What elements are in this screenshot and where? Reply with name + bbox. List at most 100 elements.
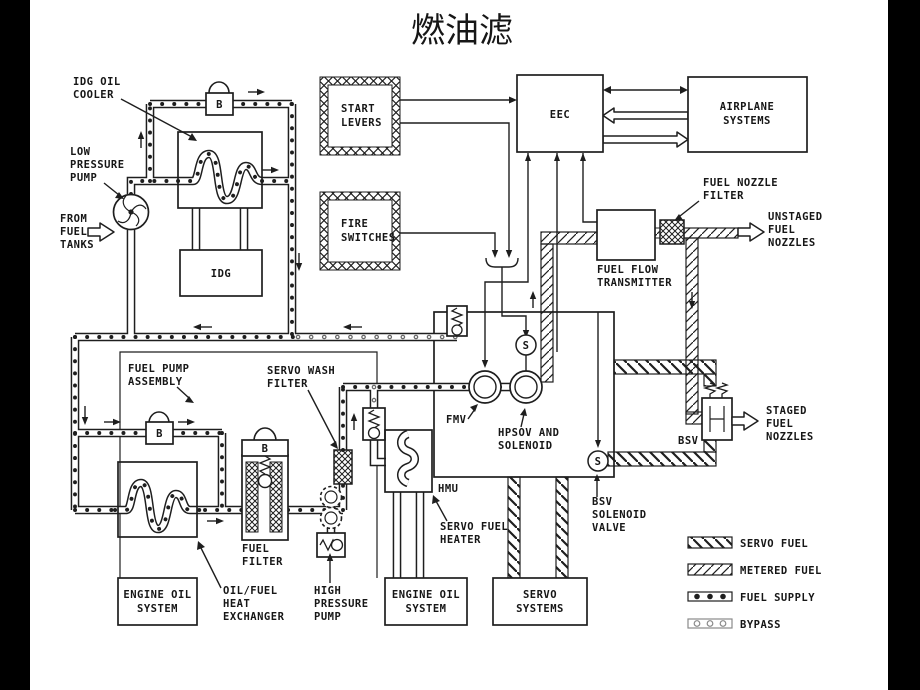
pipe-layer [70,99,514,578]
staged-fuel-nozzles-label3: NOZZLES [766,431,814,443]
legend-metered-fuel: METERED FUEL [687,563,821,577]
pump-relief-valve [316,532,346,558]
airplane-systems-label2: SYSTEMS [723,115,771,127]
fuel-nozzle-filter-label: FUEL NOZZLE [703,177,778,189]
idg-box [179,249,263,297]
legend: SERVO FUEL METERED FUEL FUEL SUPPLY BYPA… [687,536,821,631]
start-levers-box: START LEVERS [319,76,401,156]
engine-oil-system-left-label2: SYSTEM [137,603,178,615]
bsv-solenoid-valve-label2: SOLENOID [592,509,647,521]
oil-fuel-heat-exchanger [117,461,198,538]
idg-oil-cooler-hx [177,131,263,209]
staged-fuel-nozzles-label2: FUEL [766,418,793,430]
bypass-valve-dome [148,411,170,424]
staged-fuel-line [685,237,699,415]
legend-fuel-supply-label: FUEL SUPPLY [740,592,815,604]
bsv-label: BSV [678,435,699,447]
legend-bypass: BYPASS [687,618,781,631]
fire-switches-label: FIRE [341,218,368,230]
from-fuel-tanks-label3: TANKS [60,239,94,251]
hmu-label: HMU [438,483,458,495]
from-fuel-tanks-arrow [87,222,115,242]
engine-oil-system-left-label: ENGINE OIL [123,589,191,601]
flow-arrows [81,88,696,583]
oil-fuel-heat-exchanger-label3: EXCHANGER [223,611,285,623]
hpsov-valve [509,370,543,404]
servo-fuel-heater [384,429,433,493]
bypass-relief-valve [362,407,386,441]
unstaged-fuel-nozzles-label: UNSTAGED [768,211,823,223]
servo-wash-filter-label: SERVO WASH [267,365,335,377]
engine-oil-system-mid-box [384,577,468,626]
fuel-pump-assembly-label: FUEL PUMP [128,363,189,375]
left-black-bar [0,0,30,690]
legend-servo-fuel: SERVO FUEL [687,536,808,550]
labels: IDG OIL COOLER LOW PRESSURE PUMP FROM FU… [60,76,823,623]
right-black-bar [888,0,920,690]
servo-systems-label: SERVO [523,589,557,601]
s-solenoid-label: S [595,456,602,468]
engine-oil-system-left-box [117,577,198,626]
fuel-flow-transmitter-label2: TRANSMITTER [597,277,672,289]
from-fuel-tanks-label2: FUEL [60,226,87,238]
idg-oil-cooler-label: IDG OIL [73,76,121,88]
bsv-solenoid-valve [587,450,609,472]
fmv-label: FMV [446,414,467,426]
fmv-valve [468,370,502,404]
fuel-filter-label2: FILTER [242,556,283,568]
fuel-flow-transmitter-box [596,209,656,261]
idg-label: IDG [211,268,231,280]
components: B IDG B ENGINE OIL SYSTEM B [87,74,808,626]
bypass-valve-dome [208,81,230,94]
page-title: 燃油滤 [411,11,513,51]
legend-fuel-supply: FUEL SUPPLY [687,591,815,604]
bsv-solenoid-valve-label3: VALVE [592,522,626,534]
idg-oil-cooler-label2: COOLER [73,89,114,101]
fuel-nozzle-filter-label2: FILTER [703,190,744,202]
hpsov-label: HPSOV AND [498,427,559,439]
oil-fuel-heat-exchanger-label2: HEAT [223,598,250,610]
bypass-valve-b-idg [205,92,234,116]
high-pressure-pump-label2: PRESSURE [314,598,369,610]
servo-fuel-line-top [613,359,717,375]
engine-oil-system-mid-label: ENGINE OIL [392,589,460,601]
eec-box [516,74,604,153]
hpsov-label2: SOLENOID [498,440,553,452]
fire-switches-box: FIRE SWITCHES [319,191,401,271]
low-pressure-pump [112,193,150,231]
start-levers-label2: LEVERS [341,117,382,129]
b-valve-label: B [216,99,223,111]
low-pressure-pump-label2: PRESSURE [70,159,125,171]
legend-servo-fuel-swatch [687,536,733,549]
legend-metered-fuel-swatch [687,563,733,576]
fuel-pump-assembly-label2: ASSEMBLY [128,376,183,388]
high-pressure-pump-label3: PUMP [314,611,341,623]
high-pressure-pump-gears [319,485,343,530]
servo-systems-line-1 [507,476,521,579]
airplane-systems-box [687,76,808,153]
from-fuel-tanks-label: FROM [60,213,87,225]
servo-systems-line-2 [555,476,569,579]
start-levers-label: START [341,103,375,115]
servo-wash-filter-label2: FILTER [267,378,308,390]
servo-fuel-heater-label: SERVO FUEL [440,521,508,533]
fire-switches-label2: SWITCHES [341,232,396,244]
high-pressure-pump-label: HIGH [314,585,341,597]
fuel-flow-transmitter-label: FUEL FLOW [597,264,659,276]
servo-systems-label2: SYSTEMS [516,603,564,615]
hatched-pipes [507,227,739,579]
servo-wash-filter [333,449,353,485]
metered-fuel-riser [540,243,554,383]
signal-wires [400,86,689,448]
bsv-valve [701,382,733,441]
bypass-valve-b-lower [145,421,174,445]
staged-nozzles-arrow [731,411,759,431]
bsv-solenoid-valve-label: BSV [592,496,613,508]
hmu-inlet-relief-valve [446,305,468,337]
s-solenoid-label: S [523,340,530,352]
servo-systems-box [492,577,588,626]
servo-fuel-line-bottom [607,451,717,467]
unstaged-fuel-nozzles-label2: FUEL [768,224,795,236]
legend-bypass-label: BYPASS [740,619,781,631]
